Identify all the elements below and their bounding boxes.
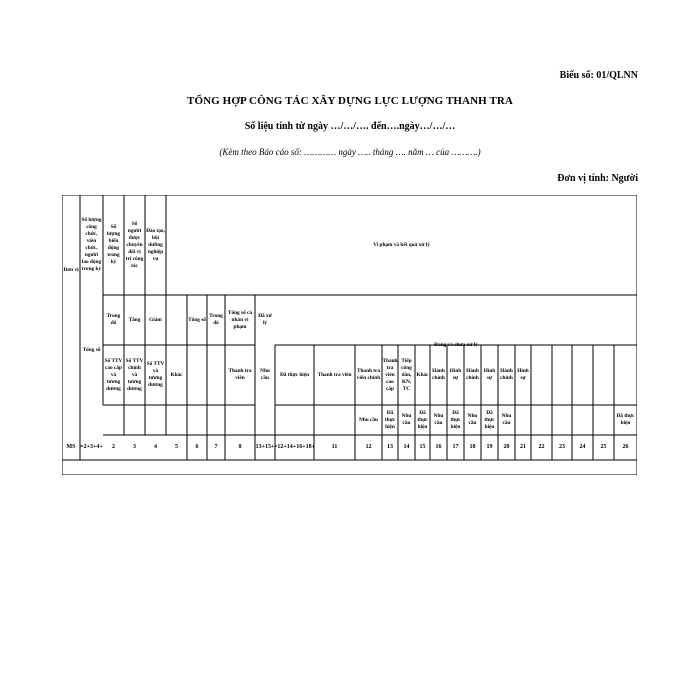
index-cell: 4 [154, 444, 157, 450]
header-principal-inspector: Số TTV chính và tương đương [125, 357, 144, 392]
table-grid [62, 195, 637, 475]
header-handled-done: Đã thực hiện [279, 371, 310, 378]
index-cell: 12 [365, 444, 372, 450]
header-criminal-1: Hình sự [449, 368, 462, 381]
unit-of-measure: Đơn vị tính: Người [557, 173, 638, 184]
header-labor-change: Số lượng biến động trong kỳ [106, 224, 121, 265]
index-cell: 11 [331, 444, 338, 450]
index-cell: 21 [520, 444, 526, 450]
index-cell: 2 [112, 444, 115, 450]
header-need-5: Nhu cầu [501, 413, 512, 426]
header-admin-1: Hành chính [432, 368, 445, 381]
header-decrease: Giảm [149, 316, 162, 323]
form-code: Biểu số: 01/QLNN [559, 70, 638, 81]
header-handled-inspector: Thanh tra viên [228, 368, 252, 381]
header-training: Đào tạo, bồi dưỡng nghiệp vụ [146, 227, 165, 262]
index-cell: 22 [538, 444, 545, 450]
header-pend-senior: Thanh tra viên cao cấp [382, 357, 398, 392]
header-done-3: Đã thực hiện [450, 409, 461, 430]
index-cell: 20 [503, 444, 510, 450]
header-admin-2: Hành chính [466, 368, 479, 381]
index-cell: 14 [403, 444, 410, 450]
header-total-individuals: Tổng số cá nhân vi phạm [227, 309, 253, 330]
index-cell: 23 [559, 444, 565, 450]
header-need-4: Nhu cầu [467, 413, 478, 426]
header-of-which-b: Trong đó [209, 313, 223, 326]
index-cell: 6 [195, 444, 199, 450]
header-need-1: Nhu cầu [359, 416, 378, 423]
header-other: Khác [170, 371, 183, 378]
index-cell: 1=2+3+4+5 [80, 444, 103, 450]
index-cell: 15 [419, 444, 426, 450]
header-criminal-3: Hình sự [517, 368, 529, 381]
index-cell: 24 [579, 444, 586, 450]
header-done-1: Đã thực hiện [384, 409, 396, 430]
header-of-which: Trong đó [106, 313, 121, 326]
index-cell: 26 [622, 444, 629, 450]
header-done-2: Đã thực hiện [417, 409, 428, 430]
header-need-3: Nhu cầu [433, 413, 444, 426]
index-cell: MS [66, 444, 76, 450]
header-violations: Vi phạm và kết quả xử lý [373, 241, 430, 248]
header-transferred: Số người được chuyển đổi vị trí công tác [125, 220, 144, 269]
header-citizen: Tiếp công dân, KN, TC [401, 357, 412, 392]
header-done-4: Đã thực hiện [484, 409, 495, 430]
document-subtitle: Số liệu tính từ ngày …/…/…. đến….ngày…/…… [244, 121, 456, 132]
header-need-2: Nhu cầu [401, 413, 412, 426]
index-cell: 18 [469, 444, 476, 450]
header-senior-inspector: Số TTV cao cấp và tương đương [104, 357, 123, 392]
index-cell: 9=11+13+15+17+19 [255, 444, 275, 450]
header-criminal-2: Hình sự [483, 368, 496, 381]
index-cell: 16 [435, 444, 442, 450]
header-pend-inspector: Thanh tra viên [317, 371, 352, 378]
document-title: TỔNG HỢP CÔNG TÁC XÂY DỰNG LỰC LƯỢNG THA… [187, 95, 513, 107]
header-handled: Đã xử lý [258, 313, 272, 326]
header-pending: Đang và chưa xử lý [434, 341, 478, 348]
attachment-note: (Kèm theo Báo cáo số: ………… ngày ….. thán… [219, 147, 481, 157]
header-total-staff: Số lượng công chức, viên chức, người lao… [81, 217, 102, 272]
index-cell: 19 [486, 444, 493, 450]
header-total-b: Tổng số [188, 316, 206, 323]
header-unit: Đơn vị [63, 266, 79, 273]
index-cell: 5 [175, 444, 178, 450]
index-cell: 13 [387, 444, 393, 450]
index-cell: 17 [452, 444, 459, 450]
index-cell: 3 [133, 444, 136, 450]
header-pend-principal: Thanh tra viên chính [356, 368, 381, 381]
index-cell: 25 [600, 444, 607, 450]
header-done-5: Đã thực hiện [616, 413, 635, 426]
header-total-a: Tổng số [82, 346, 101, 353]
header-increase: Tăng [128, 316, 141, 323]
header-inspector: Số TTV và tương đương [146, 361, 165, 388]
header-admin-3: Hành chính [500, 368, 513, 381]
header-handled-need: Nhu cầu [260, 368, 270, 381]
index-cell: 10=12+14+16+18+20 [275, 444, 314, 450]
header-pend-other: Khác [416, 371, 429, 378]
index-cell: 7 [214, 444, 218, 450]
index-cell: 8 [238, 444, 242, 450]
